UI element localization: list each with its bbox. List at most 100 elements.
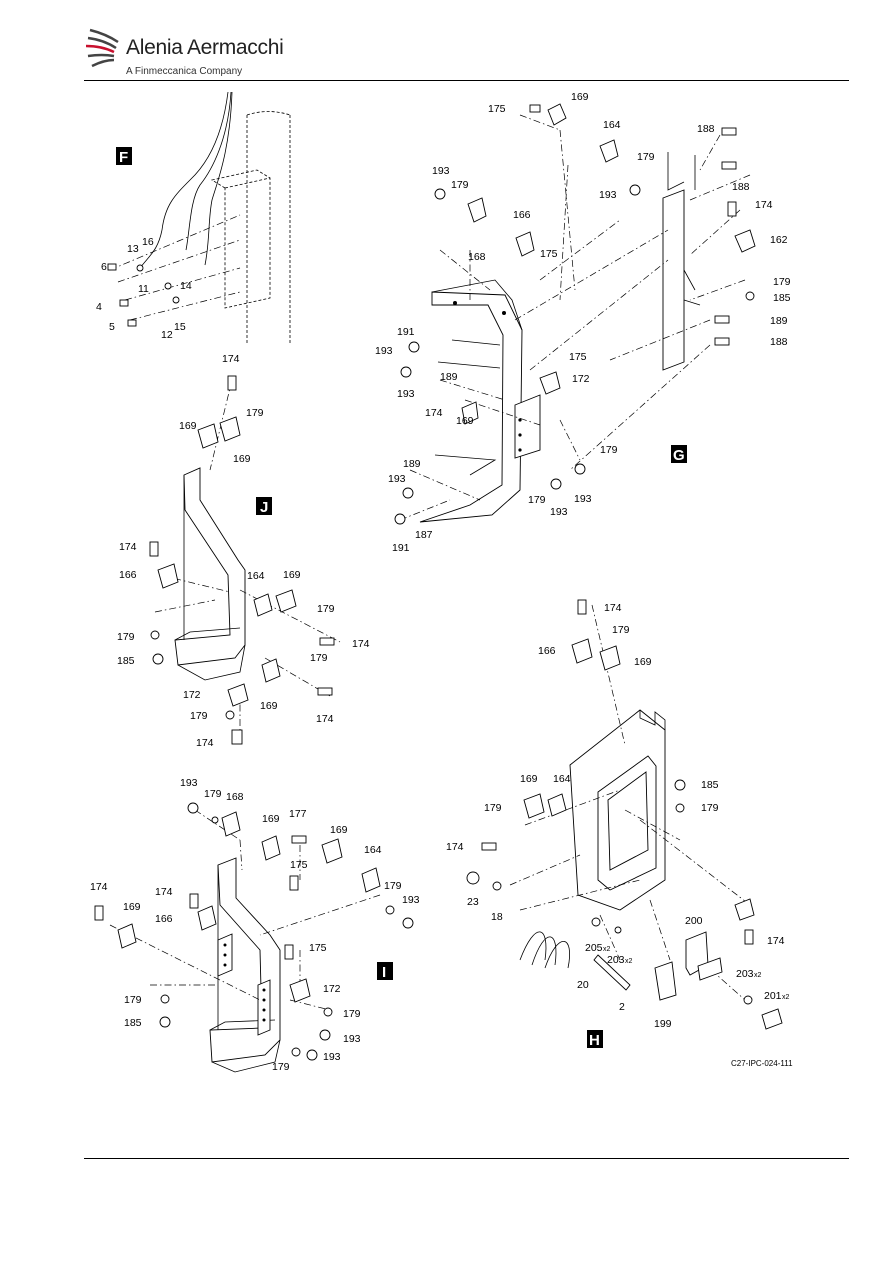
callout: 205 (585, 942, 603, 954)
callout: 4 (96, 301, 102, 313)
callout: 179 (773, 276, 791, 288)
callout: 179 (272, 1061, 290, 1073)
header-divider (84, 80, 849, 81)
callout: 169 (520, 773, 538, 785)
callout: 164 (603, 119, 621, 131)
callout: 172 (323, 983, 341, 995)
callout: 193 (323, 1051, 341, 1063)
quantity-suffix: x2 (603, 946, 611, 953)
footer-divider (84, 1158, 849, 1159)
callout: 169 (283, 569, 301, 581)
callout: 175 (309, 942, 327, 954)
callout: 200 (685, 915, 703, 927)
callout: 179 (204, 788, 222, 800)
callout: 169 (330, 824, 348, 836)
view-j-label: J (260, 499, 268, 516)
callout: 23 (467, 896, 479, 908)
callout: 179 (384, 880, 402, 892)
view-j-drawing: J 174 179 169 169 174 166 164 169 (117, 353, 370, 749)
callout: 179 (484, 802, 502, 814)
callout: 169 (456, 415, 474, 427)
callout: 188 (732, 181, 750, 193)
callout: 166 (155, 913, 173, 925)
callout: 189 (770, 315, 788, 327)
callout: 203 (736, 968, 754, 980)
callout: 162 (770, 234, 788, 246)
view-g-drawing: G (375, 91, 791, 554)
callout: 18 (491, 911, 503, 923)
callout: 185 (773, 292, 791, 304)
callout: 164 (364, 844, 382, 856)
callout: 179 (600, 444, 618, 456)
callout: 175 (488, 103, 506, 115)
callout: 193 (397, 388, 415, 400)
callout: 175 (290, 859, 308, 871)
view-i-hardware (94, 802, 414, 1061)
callout: 172 (183, 689, 201, 701)
view-h-label: H (589, 1032, 600, 1049)
callout: 177 (289, 808, 307, 820)
quantity-suffix: x2 (754, 972, 762, 979)
callout: 188 (697, 123, 715, 135)
view-i-drawing: I (90, 777, 420, 1073)
callout: 174 (604, 602, 622, 614)
callout: 169 (571, 91, 589, 103)
view-f-label-box (116, 147, 132, 165)
view-f-drawing: F 6 13 16 11 14 4 5 12 15 (96, 91, 291, 345)
callout: 179 (701, 802, 719, 814)
callout: 193 (388, 473, 406, 485)
callout: 164 (247, 570, 265, 582)
callout: 174 (196, 737, 214, 749)
callout: 179 (343, 1008, 361, 1020)
callout: 2 (619, 1001, 625, 1013)
callout: 174 (222, 353, 240, 365)
callout: 174 (446, 841, 464, 853)
callout: 166 (538, 645, 556, 657)
callout: 185 (124, 1017, 142, 1029)
callout: 193 (343, 1033, 361, 1045)
callout: 169 (179, 420, 197, 432)
callout: 11 (138, 283, 149, 295)
company-name: Alenia Aermacchi (126, 36, 284, 59)
callout: 199 (654, 1018, 672, 1030)
callout: 201 (764, 990, 782, 1002)
callout: 179 (310, 652, 328, 664)
view-h-hardware (466, 599, 783, 1030)
callout: 191 (397, 326, 415, 338)
callout: 12 (161, 329, 173, 341)
callout: 193 (599, 189, 617, 201)
callout: 189 (403, 458, 421, 470)
callout: 179 (190, 710, 208, 722)
callout: 168 (226, 791, 244, 803)
callout: 169 (123, 901, 141, 913)
callout: 179 (451, 179, 469, 191)
callout: 179 (124, 994, 142, 1006)
callout: 164 (553, 773, 571, 785)
callout: 174 (767, 935, 785, 947)
callout: 6 (101, 261, 107, 273)
callout: 16 (142, 236, 154, 248)
callout: 191 (392, 542, 410, 554)
callout: 174 (755, 199, 773, 211)
view-g-hardware (394, 103, 756, 525)
callout: 193 (375, 345, 393, 357)
callout: 166 (119, 569, 137, 581)
callout: 193 (180, 777, 198, 789)
callout: 174 (90, 881, 108, 893)
view-g-label-box (671, 445, 687, 463)
callout: 179 (612, 624, 630, 636)
company-logo: Alenia Aermacchi A Finmeccanica Company (84, 26, 324, 80)
callout: 20 (577, 979, 589, 991)
callout: 193 (432, 165, 450, 177)
callout: 169 (634, 656, 652, 668)
view-g-label: G (673, 447, 685, 464)
callout: 193 (550, 506, 568, 518)
callout: 169 (260, 700, 278, 712)
view-i-label: I (382, 964, 386, 981)
callout: 15 (174, 321, 186, 333)
aermacchi-swoosh-icon (85, 28, 119, 68)
quantity-suffix: x2 (782, 994, 790, 1001)
callout: 187 (415, 529, 433, 541)
figure-reference: C27-IPC-024-111 (731, 1059, 793, 1068)
